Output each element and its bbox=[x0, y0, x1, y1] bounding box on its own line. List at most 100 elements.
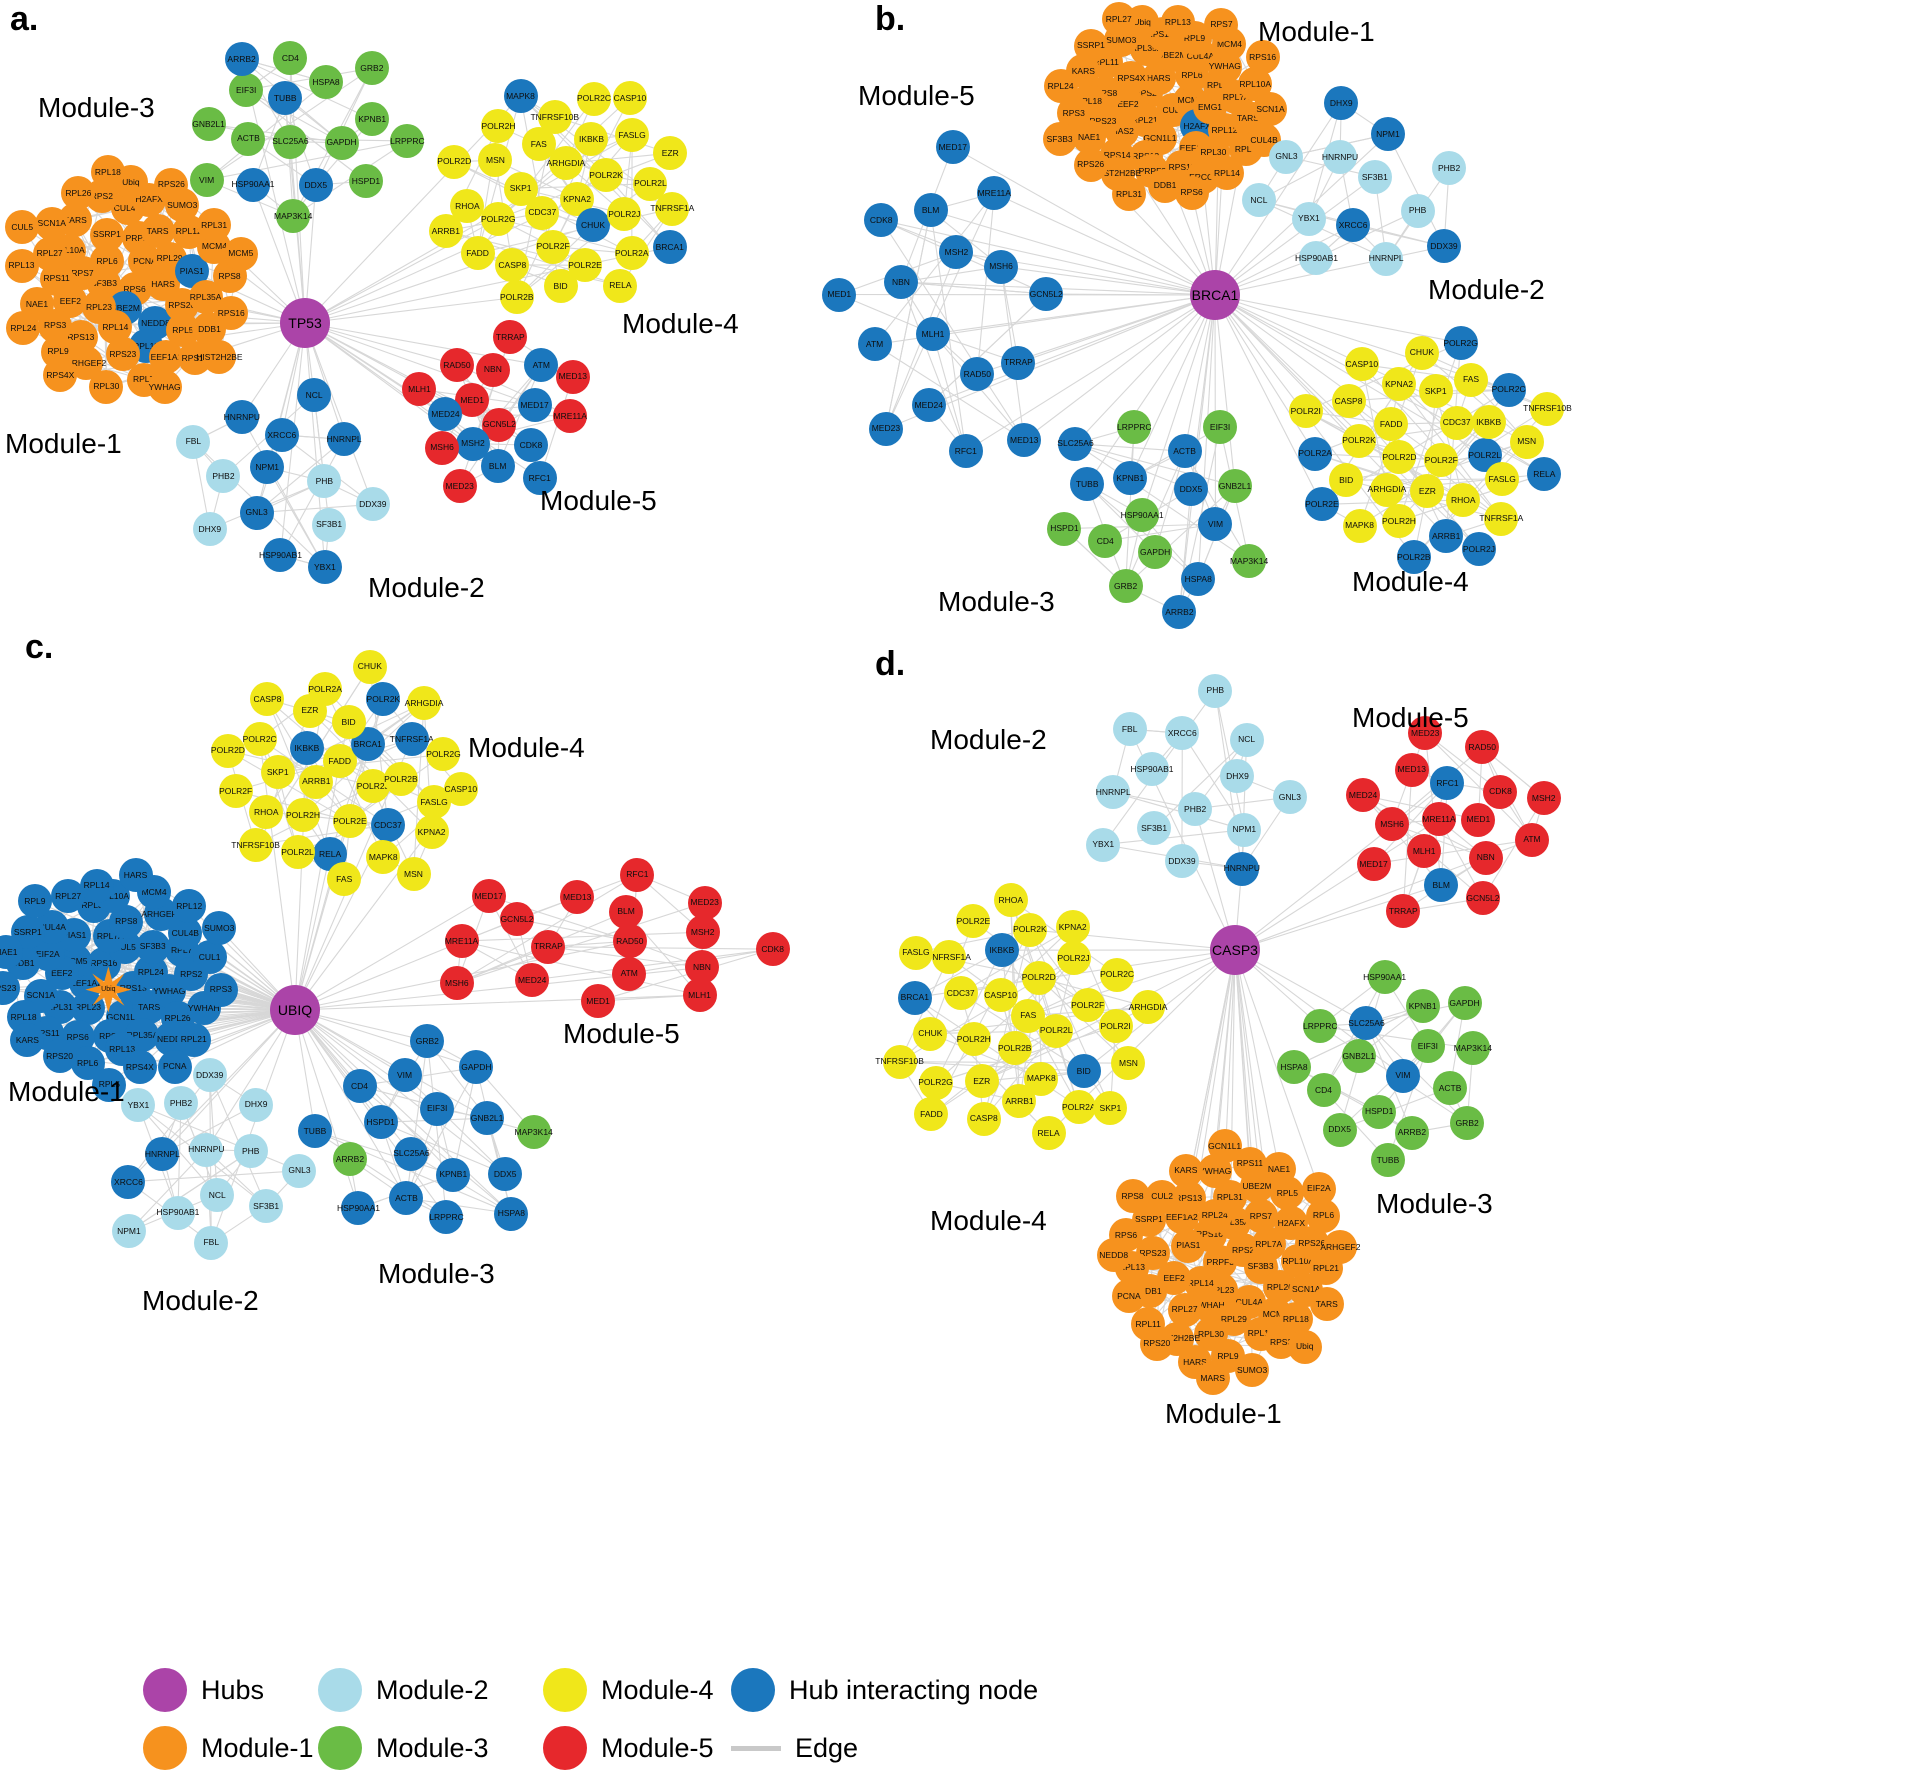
gene-node: CASP10 bbox=[983, 978, 1018, 1013]
gene-node: FASLG bbox=[1485, 461, 1520, 496]
gene-node: BLM bbox=[609, 894, 644, 929]
gene-node: BID bbox=[543, 268, 578, 303]
gene-node: POLR2B bbox=[499, 280, 534, 315]
gene-label: MED23 bbox=[445, 481, 474, 492]
gene-label: HSPD1 bbox=[351, 175, 381, 186]
gene-label: SSRP1 bbox=[1135, 1214, 1163, 1225]
gene-label: TUBB bbox=[1075, 479, 1099, 490]
gene-node: DHX9 bbox=[192, 511, 227, 546]
gene-label: BRCA1 bbox=[353, 739, 382, 750]
gene-node: TUBB bbox=[1370, 1143, 1405, 1178]
gene-label: DHX9 bbox=[1226, 771, 1249, 782]
gene-label: ARHGDIA bbox=[1367, 484, 1407, 495]
gene-label: ARHGDIA bbox=[1128, 1001, 1168, 1012]
gene-label: POLR2C bbox=[1491, 384, 1526, 395]
gene-label: RPS26 bbox=[1077, 159, 1105, 170]
gene-label: MRE11A bbox=[444, 935, 479, 946]
legend-label: Module-3 bbox=[376, 1732, 489, 1763]
gene-node: HSP90AA1 bbox=[231, 167, 274, 202]
gene-node: CASP10 bbox=[612, 80, 647, 115]
gene-node: BLM bbox=[1424, 867, 1459, 902]
hub-node: CASP3 bbox=[1210, 925, 1260, 975]
gene-label: BID bbox=[553, 280, 568, 291]
gene-label: RPL23 bbox=[85, 301, 112, 312]
gene-label: TRRAP bbox=[533, 941, 563, 952]
gene-label: HNRNPU bbox=[1321, 152, 1359, 163]
gene-label: RFC1 bbox=[1436, 777, 1459, 788]
gene-label: MLH1 bbox=[921, 328, 945, 339]
gene-node: HSP90AB1 bbox=[156, 1195, 199, 1230]
gene-node: POLR2I bbox=[1098, 1009, 1133, 1044]
module-label: Module-4 bbox=[622, 308, 739, 339]
gene-label: HSPD1 bbox=[1365, 1106, 1394, 1117]
gene-label: HSPA8 bbox=[312, 76, 340, 87]
gene-label: NCL bbox=[1238, 734, 1256, 745]
gene-label: GNL3 bbox=[245, 507, 268, 518]
gene-node: HSPD1 bbox=[1047, 511, 1082, 546]
gene-label: POLR2L bbox=[634, 178, 667, 189]
gene-label: MRE11A bbox=[553, 410, 587, 421]
gene-label: KARS bbox=[1071, 65, 1095, 76]
gene-node: DDX5 bbox=[1322, 1112, 1357, 1147]
gene-node: CASP8 bbox=[495, 247, 530, 282]
gene-label: ATM bbox=[865, 339, 884, 350]
gene-label: MLH1 bbox=[408, 384, 431, 395]
gene-label: RFC1 bbox=[626, 869, 649, 880]
gene-node: CD4 bbox=[1306, 1072, 1341, 1107]
gene-label: MSH6 bbox=[445, 977, 469, 988]
gene-label: ACTB bbox=[395, 1192, 418, 1203]
gene-node: RPS20 bbox=[1139, 1326, 1174, 1361]
gene-label: GAPDH bbox=[326, 137, 357, 148]
gene-label: RPS4X bbox=[125, 1061, 154, 1072]
gene-node: POLR2F bbox=[536, 229, 571, 264]
module-label: Module-3 bbox=[938, 586, 1055, 617]
gene-node: IKBKB bbox=[1471, 405, 1506, 440]
gene-label: RPS20 bbox=[46, 1051, 74, 1061]
gene-label: ARHGDIA bbox=[404, 697, 444, 708]
gene-label: FADD bbox=[328, 755, 352, 766]
gene-label: SSRP1 bbox=[1077, 40, 1105, 51]
gene-node: DDX39 bbox=[192, 1057, 227, 1092]
gene-node: NCL bbox=[1241, 183, 1276, 218]
gene-node: SF3B1 bbox=[312, 507, 347, 542]
gene-label: FADD bbox=[466, 248, 489, 259]
gene-label: NBN bbox=[692, 962, 711, 973]
gene-label: NBN bbox=[892, 276, 910, 287]
gene-label: RHOA bbox=[998, 894, 1024, 905]
gene-label: POLR2K bbox=[366, 693, 401, 704]
legend-item-module-1: Module-1 bbox=[143, 1726, 314, 1770]
gene-node: RPL30 bbox=[89, 369, 124, 404]
gene-label: NCL bbox=[208, 1189, 226, 1200]
gene-label: GAPDH bbox=[1449, 997, 1480, 1008]
module-label: Module-5 bbox=[563, 1018, 680, 1049]
gene-label: TUBB bbox=[273, 92, 297, 103]
gene-label: RPL35A bbox=[189, 292, 222, 303]
gene-node: POLR2G bbox=[481, 201, 516, 236]
gene-node: NCL bbox=[1229, 722, 1264, 757]
gene-node: MSN bbox=[1509, 424, 1544, 459]
gene-label: SLC25A6 bbox=[1057, 438, 1094, 449]
gene-node: DDX39 bbox=[1164, 844, 1199, 879]
gene-label: RPL29 bbox=[1220, 1314, 1247, 1325]
gene-label: HNRNPL bbox=[144, 1148, 180, 1159]
gene-label: SF3B3 bbox=[1247, 1261, 1274, 1272]
gene-label: RELA bbox=[1037, 1128, 1060, 1139]
gene-label: MED1 bbox=[827, 289, 852, 300]
gene-node: HSPA8 bbox=[1181, 562, 1216, 597]
gene-label: DHX9 bbox=[198, 523, 222, 534]
gene-label: EZR bbox=[301, 705, 319, 716]
module-label: Module-3 bbox=[38, 92, 155, 123]
gene-node: MSN bbox=[396, 857, 431, 892]
gene-label: GNL3 bbox=[288, 1165, 311, 1176]
gene-node: YBX1 bbox=[1086, 827, 1121, 862]
gene-node: CDK8 bbox=[755, 932, 790, 967]
gene-label: KARS bbox=[1174, 1165, 1198, 1176]
gene-label: KPNB1 bbox=[358, 114, 387, 125]
gene-label: HSP90AB1 bbox=[156, 1207, 200, 1218]
gene-label: RPS4X bbox=[46, 369, 75, 380]
gene-label: DDX39 bbox=[359, 499, 387, 510]
gene-label: RPL7A bbox=[1255, 1238, 1283, 1249]
gene-label: RPL6 bbox=[77, 1057, 99, 1068]
gene-node: POLR2G bbox=[1443, 325, 1478, 360]
gene-node: BRCA1 bbox=[652, 230, 687, 265]
